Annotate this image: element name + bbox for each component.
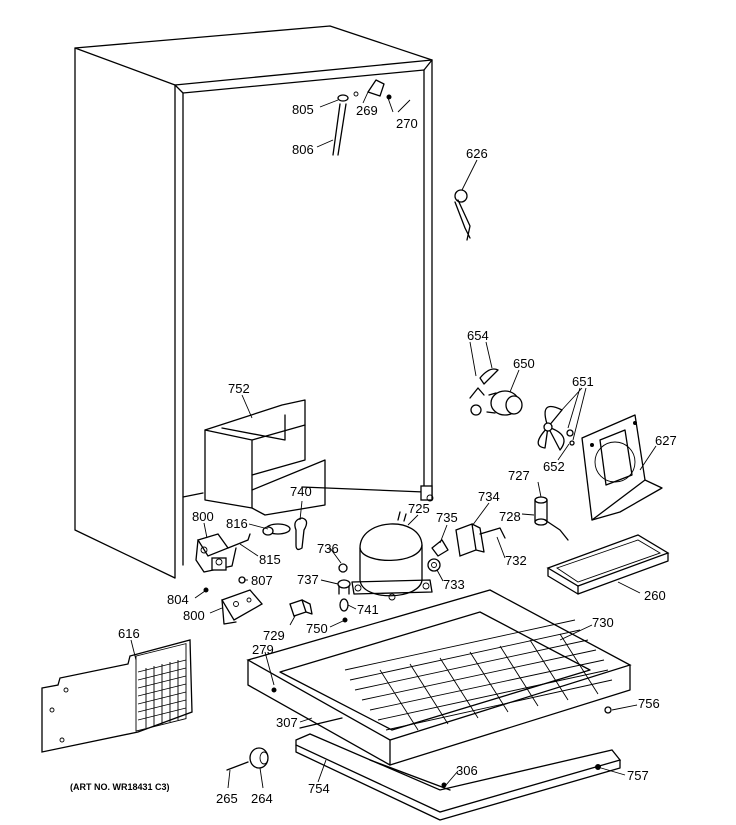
callout-652: 652 (543, 459, 565, 474)
callout-728: 728 (499, 509, 521, 524)
part-725-compressor (351, 511, 433, 601)
callout-736: 736 (317, 541, 339, 556)
part-729-750 (289, 599, 348, 623)
callout-734: 734 (478, 489, 500, 504)
callout-626: 626 (466, 146, 488, 161)
part-807-804-screws (203, 576, 246, 593)
art-number: (ART NO. WR18431 C3) (70, 782, 170, 792)
part-651-fan-blade (537, 405, 575, 451)
part-736-737-741-grommets (337, 563, 351, 612)
callout-307: 307 (276, 715, 298, 730)
part-740-clip (294, 517, 308, 551)
callout-756: 756 (638, 696, 660, 711)
part-805-806-tube (332, 94, 349, 156)
part-733-grommet (427, 558, 441, 572)
callout-732: 732 (505, 553, 527, 568)
callout-754: 754 (308, 781, 330, 796)
callout-725: 725 (408, 501, 430, 516)
callout-815: 815 (259, 552, 281, 567)
part-654-650-fan-motor (469, 368, 523, 416)
callout-279: 279 (252, 642, 274, 657)
part-734-relay (431, 523, 506, 557)
callout-306: 306 (456, 763, 478, 778)
part-727-728-capacitor (534, 496, 569, 541)
part-800-bracket (221, 589, 264, 625)
part-752-duct (204, 399, 326, 516)
callout-806: 806 (292, 142, 314, 157)
callout-816: 816 (226, 516, 248, 531)
part-800-water-valve (195, 523, 291, 573)
callout-616: 616 (118, 626, 140, 641)
part-269-270 (353, 79, 392, 100)
callout-737: 737 (297, 572, 319, 587)
part-756-757-screws (595, 706, 612, 770)
callout-727: 727 (508, 468, 530, 483)
callout-805: 805 (292, 102, 314, 117)
callout-750: 750 (306, 621, 328, 636)
part-627-shroud (581, 414, 663, 521)
leader-lines (130, 91, 657, 789)
callout-800-valve: 800 (192, 509, 214, 524)
callout-800-bracket: 800 (183, 608, 205, 623)
callout-265: 265 (216, 791, 238, 806)
callout-264: 264 (251, 791, 273, 806)
part-265-264 (226, 747, 269, 771)
cabinet (74, 25, 434, 579)
callout-740: 740 (290, 484, 312, 499)
callout-804: 804 (167, 592, 189, 607)
callout-729: 729 (263, 628, 285, 643)
callout-650: 650 (513, 356, 535, 371)
callout-741: 741 (357, 602, 379, 617)
callout-735: 735 (436, 510, 458, 525)
callout-260: 260 (644, 588, 666, 603)
callout-654: 654 (467, 328, 489, 343)
callout-730: 730 (592, 615, 614, 630)
callout-757: 757 (627, 768, 649, 783)
part-616-cover (41, 639, 193, 753)
callout-270: 270 (396, 116, 418, 131)
callout-627: 627 (655, 433, 677, 448)
callout-807: 807 (251, 573, 273, 588)
callout-labels: 805 269 270 806 626 654 650 651 627 652 … (118, 102, 677, 806)
part-626 (454, 189, 471, 241)
callout-651: 651 (572, 374, 594, 389)
callout-752: 752 (228, 381, 250, 396)
callout-269: 269 (356, 103, 378, 118)
part-260-drain-pan (546, 534, 670, 595)
callout-733: 733 (443, 577, 465, 592)
part-730-condenser-base (246, 589, 632, 821)
